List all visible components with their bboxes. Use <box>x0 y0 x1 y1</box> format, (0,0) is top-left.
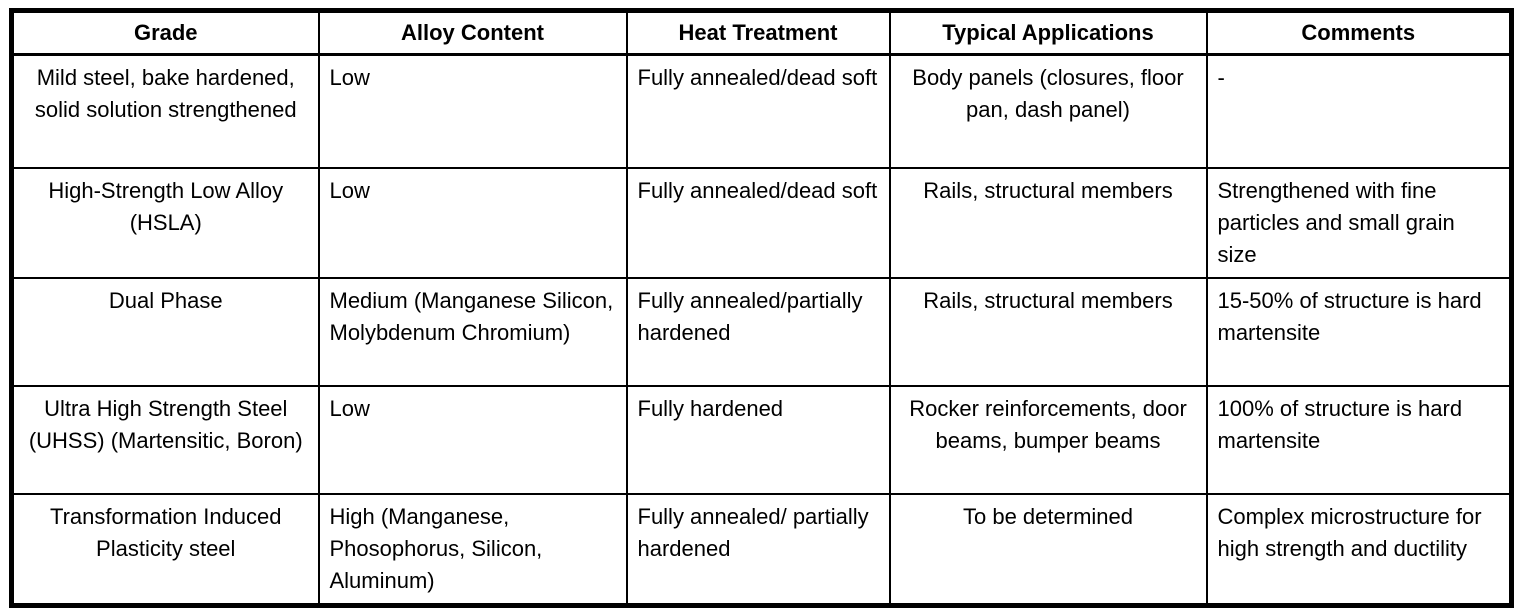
cell-comments: Complex microstructure for high strength… <box>1205 492 1513 606</box>
cell-heat-treatment: Fully annealed/dead soft <box>625 53 891 169</box>
header-cell-comments: Comments <box>1205 9 1513 56</box>
cell-grade: Mild steel, bake hardened, solid solutio… <box>10 53 320 169</box>
cell-comments: 100% of structure is hard martensite <box>1205 384 1513 495</box>
table-row: Ultra High Strength Steel (UHSS) (Marten… <box>10 384 1513 495</box>
cell-grade: Ultra High Strength Steel (UHSS) (Marten… <box>10 384 320 495</box>
cell-typical-applications: Rails, structural members <box>888 276 1208 387</box>
table-row: High-Strength Low Alloy (HSLA) Low Fully… <box>10 166 1513 279</box>
header-cell-heat-treatment: Heat Treatment <box>625 9 891 56</box>
cell-grade: High-Strength Low Alloy (HSLA) <box>10 166 320 279</box>
header-cell-typical-applications: Typical Applications <box>888 9 1208 56</box>
cell-heat-treatment: Fully hardened <box>625 384 891 495</box>
table-row: Mild steel, bake hardened, solid solutio… <box>10 53 1513 169</box>
table-row: Transformation Induced Plasticity steel … <box>10 492 1513 606</box>
header-cell-alloy-content: Alloy Content <box>317 9 628 56</box>
steel-grades-table: Grade Alloy Content Heat Treatment Typic… <box>9 8 1514 608</box>
cell-alloy-content: Low <box>317 53 628 169</box>
cell-typical-applications: To be determined <box>888 492 1208 606</box>
cell-heat-treatment: Fully annealed/partially hardened <box>625 276 891 387</box>
table-row: Dual Phase Medium (Manganese Silicon, Mo… <box>10 276 1513 387</box>
cell-heat-treatment: Fully annealed/ partially hardened <box>625 492 891 606</box>
cell-typical-applications: Rocker reinforcements, door beams, bumpe… <box>888 384 1208 495</box>
cell-alloy-content: High (Manganese, Phosophorus, Silicon, A… <box>317 492 628 606</box>
cell-comments: - <box>1205 53 1513 169</box>
cell-typical-applications: Body panels (closures, floor pan, dash p… <box>888 53 1208 169</box>
cell-comments: Strengthened with fine particles and sma… <box>1205 166 1513 279</box>
cell-grade: Dual Phase <box>10 276 320 387</box>
cell-alloy-content: Medium (Manganese Silicon, Molybdenum Ch… <box>317 276 628 387</box>
cell-heat-treatment: Fully annealed/dead soft <box>625 166 891 279</box>
cell-grade: Transformation Induced Plasticity steel <box>10 492 320 606</box>
cell-alloy-content: Low <box>317 166 628 279</box>
cell-typical-applications: Rails, structural members <box>888 166 1208 279</box>
cell-comments: 15-50% of structure is hard martensite <box>1205 276 1513 387</box>
header-row: Grade Alloy Content Heat Treatment Typic… <box>10 9 1513 56</box>
cell-alloy-content: Low <box>317 384 628 495</box>
header-cell-grade: Grade <box>10 9 320 56</box>
